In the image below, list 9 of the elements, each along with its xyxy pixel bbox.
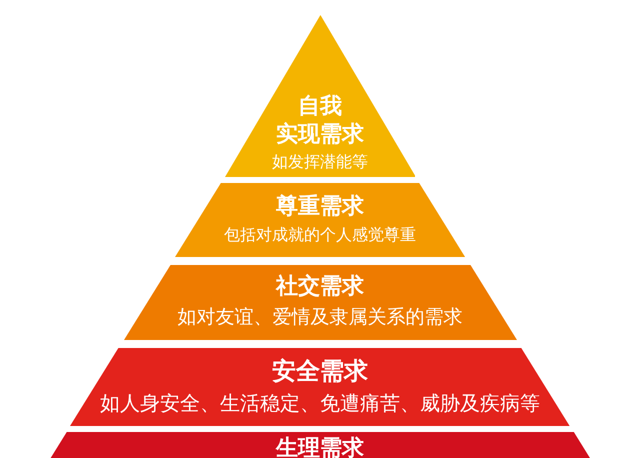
- layer-description: 包括对成就的个人感觉尊重: [224, 224, 416, 246]
- layer-heading: 安全需求: [272, 356, 368, 386]
- layer-heading: 尊重需求: [276, 193, 364, 220]
- layer-heading: 生理需求: [276, 435, 364, 458]
- layer-description: 如发挥潜能等: [272, 152, 368, 173]
- layer-heading: 自我实现需求: [274, 93, 365, 148]
- layer-heading: 社交需求: [276, 273, 364, 300]
- layer-description: 如对友谊、爱情及隶属关系的需求: [178, 304, 462, 330]
- layer-description: 如人身安全、生活稳定、免遭痛苦、威胁及疾病等: [100, 390, 540, 416]
